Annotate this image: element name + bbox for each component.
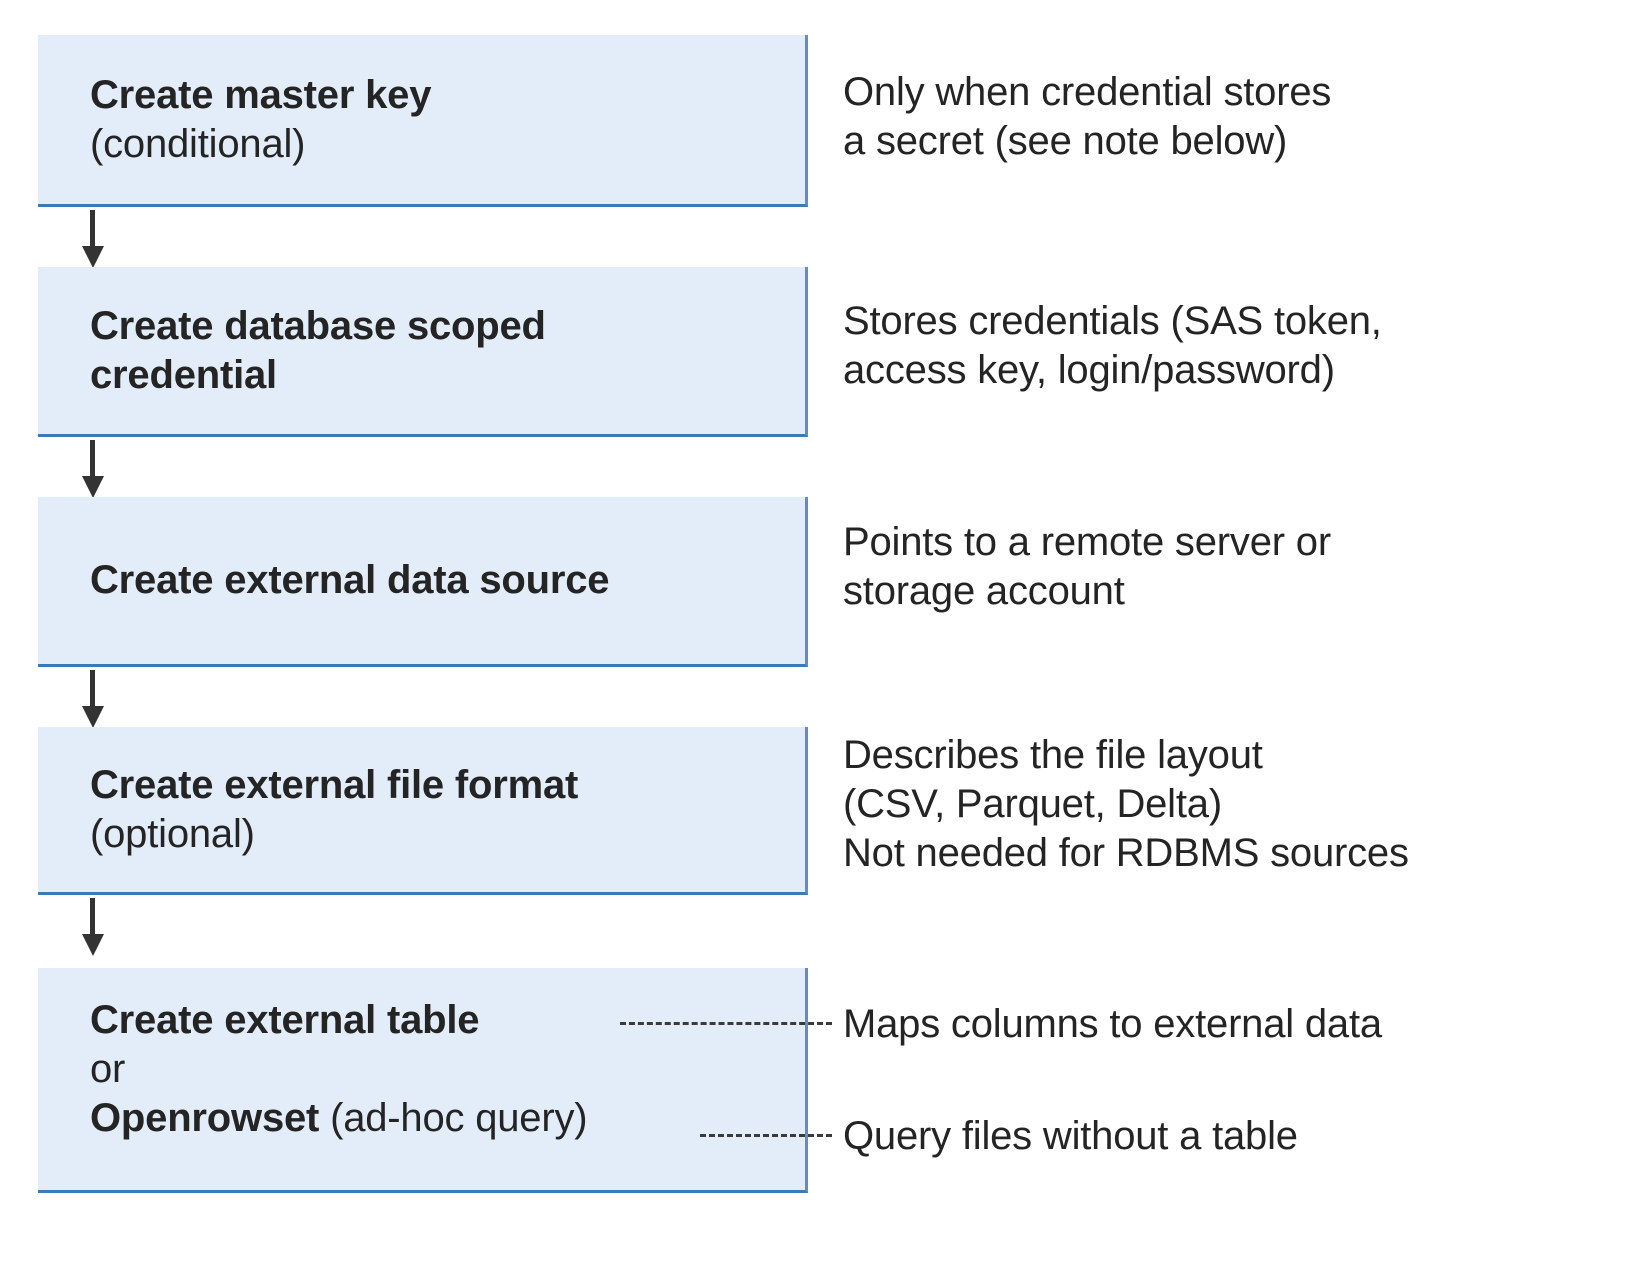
note-line: Query files without a table [843,1114,1298,1158]
arrow-step4-to-step5 [82,898,104,956]
flow-box-create-external-file-format[interactable]: Create external file format (optional) [38,727,808,895]
flow-box-create-database-scoped-credential[interactable]: Create database scoped credential [38,267,808,437]
note-create-database-scoped-credential: Stores credentials (SAS token, access ke… [843,297,1623,395]
flow-box-subtitle: (optional) [90,811,255,856]
flow-box-title: Create master key [90,72,432,117]
note-openrowset: Query files without a table [843,1112,1623,1161]
dashed-connector-external-table [620,1022,832,1025]
flow-box-alt-suffix: (ad-hoc query) [319,1095,588,1140]
note-line: Points to a remote server or [843,520,1331,564]
flow-box-title-line: credential [90,352,277,397]
note-line: Stores credentials (SAS token, [843,299,1382,343]
note-line: access key, login/password) [843,347,1335,392]
flow-box-alt-title-row: Openrowset (ad-hoc query) [90,1094,805,1143]
flow-box-title-line: Create database scoped [90,303,546,348]
note-line: storage account [843,568,1125,613]
note-create-external-table: Maps columns to external data [843,1000,1623,1049]
flow-box-title: Create external data source [90,558,610,603]
note-create-master-key: Only when credential stores a secret (se… [843,68,1623,166]
flow-box-alt-title: Openrowset [90,1095,320,1140]
flow-box-subtitle: (conditional) [90,121,306,166]
flow-box-or-label: or [90,1046,126,1091]
arrow-step3-to-step4 [82,670,104,728]
note-create-external-file-format: Describes the file layout (CSV, Parquet,… [843,731,1623,877]
flow-box-create-master-key[interactable]: Create master key (conditional) [38,35,808,207]
flow-box-create-external-data-source[interactable]: Create external data source [38,497,808,667]
note-line: a secret (see note below) [843,118,1288,163]
note-line: Only when credential stores [843,70,1332,114]
dashed-connector-openrowset [700,1134,832,1137]
flow-box-create-external-table-or-openrowset[interactable]: Create external table or Openrowset (ad-… [38,968,808,1193]
arrow-step1-to-step2 [82,210,104,268]
note-line: Maps columns to external data [843,1002,1382,1046]
note-line: Describes the file layout [843,733,1263,777]
arrow-step2-to-step3 [82,440,104,498]
flow-box-title: Create external table [90,998,480,1042]
note-create-external-data-source: Points to a remote server or storage acc… [843,518,1623,616]
flow-box-title: Create external file format [90,762,579,807]
note-line: Not needed for RDBMS sources [843,830,1409,875]
note-line: (CSV, Parquet, Delta) [843,781,1222,826]
